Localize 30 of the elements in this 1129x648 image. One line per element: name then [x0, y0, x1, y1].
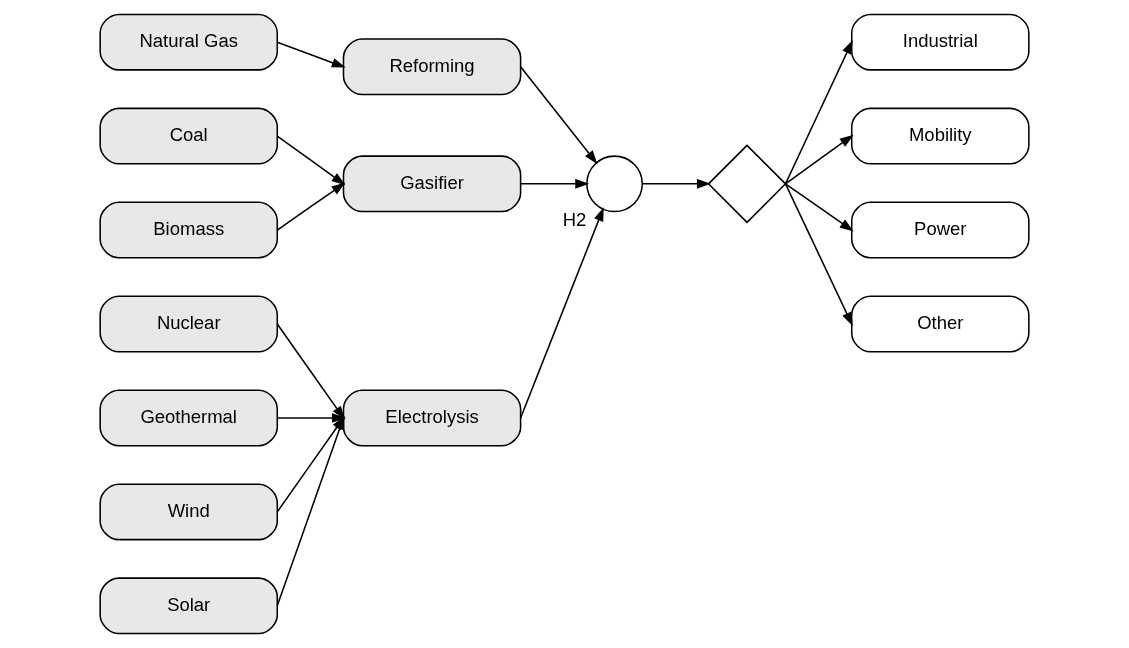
node-circle — [586, 155, 644, 213]
arrow — [276, 182, 346, 231]
node-box: Mobility — [850, 107, 1030, 165]
node-box: Other — [850, 295, 1030, 353]
node-box: Industrial — [850, 13, 1030, 71]
arrow — [276, 135, 346, 186]
node-box: Gasifier — [342, 155, 522, 213]
arrow — [276, 323, 345, 420]
arrow — [519, 66, 598, 165]
arrow — [784, 183, 854, 232]
arrow — [519, 207, 604, 419]
node-box: Natural Gas — [99, 13, 279, 71]
node-box: Wind — [99, 483, 279, 541]
node-box: Nuclear — [99, 295, 279, 353]
arrow — [519, 179, 590, 189]
node-diamond — [707, 144, 787, 224]
arrow — [276, 413, 346, 423]
node-label: H2 — [562, 209, 587, 231]
arrow — [276, 41, 346, 68]
arrow — [784, 183, 853, 327]
node-box: Electrolysis — [342, 389, 522, 447]
node-box: Reforming — [342, 38, 522, 96]
node-box: Coal — [99, 107, 279, 165]
node-box: Power — [850, 201, 1030, 259]
node-box: Geothermal — [99, 389, 279, 447]
arrow — [784, 40, 853, 185]
arrow — [641, 179, 711, 189]
arrow — [784, 134, 854, 185]
node-box: Solar — [99, 577, 279, 635]
node-box: Biomass — [99, 201, 279, 259]
